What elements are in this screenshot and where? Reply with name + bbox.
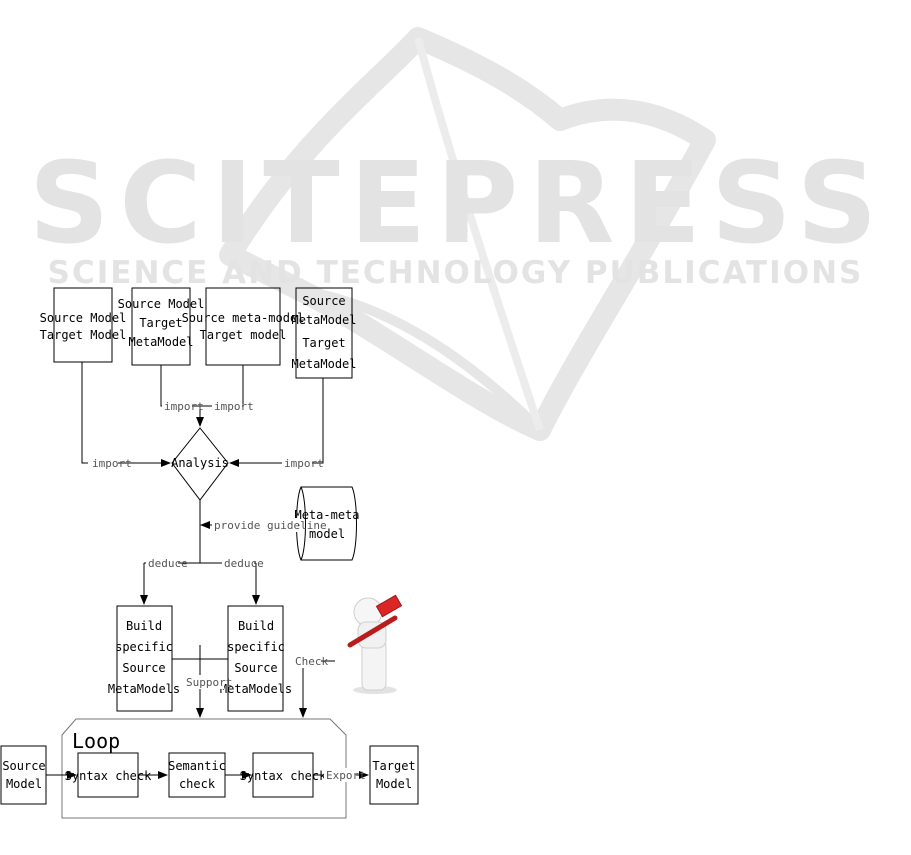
box4-line3: Target [302,336,345,350]
box-source-metamodel-target-model [205,287,281,366]
semantic-check-line2: check [179,777,216,791]
box-target-model [369,745,419,805]
box3-line1: Source meta-model [182,311,305,325]
box2-line3: MetaModel [128,335,193,349]
syntax-check-2-label: Syntax check [240,769,327,783]
semantic-check-line1: Semantic [168,759,226,773]
build-right-line4: MetaModels [220,682,292,696]
edge-label-deduce-left: deduce [148,557,188,570]
target-model-line1: Target [372,759,415,773]
edge-label-support: Support [186,676,232,689]
edge-label-import-right: import [284,457,324,470]
target-model-line2: Model [376,777,412,791]
person-with-hammer-icon [347,594,403,694]
edge-label-check: Check [295,655,328,668]
source-model-line2: Model [6,777,42,791]
edge-label-import-mid1: import [164,400,204,413]
source-model-line1: Source [2,759,45,773]
build-left-line4: MetaModels [108,682,180,696]
box1-line2: Target Model [40,328,127,342]
loop-title: Loop [72,729,120,753]
box4-line2: MetaModel [291,313,356,327]
edge-label-export: Export [326,769,366,782]
build-left-line3: Source [122,661,165,675]
build-left-line1: Build [126,619,162,633]
watermark-subtitle: SCIENCE AND TECHNOLOGY PUBLICATIONS [47,255,864,291]
box2-line2: Target [139,316,182,330]
edge-label-provide-guideline: provide guideline [214,519,327,532]
build-right-line3: Source [234,661,277,675]
box2-line1: Source Model [118,297,205,311]
box-source-metamodel-target-metamodel [295,287,353,379]
build-right-line2: specific [227,640,285,654]
meta-meta-line1: Meta-meta [294,508,359,522]
box-source-model [0,745,47,805]
build-left-line2: specific [115,640,173,654]
edge-label-deduce-right: deduce [224,557,264,570]
build-right-line1: Build [238,619,274,633]
box3-line2: Target model [200,328,287,342]
box4-line1: Source [302,294,345,308]
meta-meta-line2: model [309,527,345,541]
edge-label-import-left: import [92,457,132,470]
meta-meta-model-cylinder [296,486,357,561]
analysis-label: Analysis [171,456,229,470]
box-source-model-target-model [53,287,113,363]
edge-label-import-mid2: import [214,400,254,413]
watermark-title: SCITEPRESS [28,139,888,269]
loop-container [61,718,347,819]
syntax-check-1-label: Syntax check [65,769,152,783]
box4-line4: MetaModel [291,357,356,371]
box1-line1: Source Model [40,311,127,325]
